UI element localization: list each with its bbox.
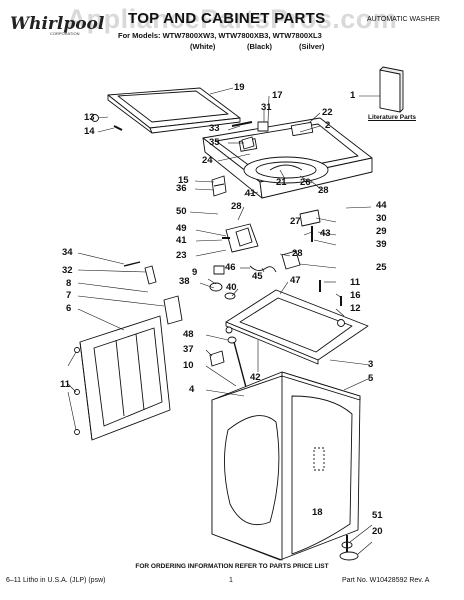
variant-silver: (Silver) [299, 42, 325, 51]
leveling-leg-drawing [339, 551, 359, 561]
callout-46: 46 [225, 262, 236, 273]
latch-assembly-drawing [225, 223, 259, 253]
product-type: AUTOMATIC WASHER [367, 16, 440, 23]
callout-16: 16 [350, 290, 361, 301]
variant-black: (Black) [247, 42, 273, 51]
callout-17: 17 [272, 90, 283, 101]
callout-14: 14 [84, 126, 95, 137]
callout-12: 12 [350, 303, 361, 314]
footer-litho: 6–11 Litho in U.S.A. (JLP) (psw) [6, 577, 106, 584]
callout-3: 3 [368, 359, 374, 370]
cabinet-rear-drawing [79, 315, 171, 441]
callout-11a: 11 [350, 277, 361, 288]
callout-2: 2 [325, 120, 331, 131]
callout-32: 32 [62, 265, 73, 276]
callout-6: 6 [66, 303, 72, 314]
callout-38: 38 [179, 276, 190, 287]
lid-frame-drawing [225, 289, 369, 365]
callout-26: 26 [300, 177, 311, 188]
callout-34: 34 [62, 247, 73, 258]
hinge-bracket-drawing [257, 121, 269, 132]
callout-9: 9 [192, 267, 198, 278]
callout-40: 40 [226, 282, 237, 293]
callout-29: 29 [376, 226, 387, 237]
page-title: TOP AND CABINET PARTS [128, 10, 326, 27]
model-list: For Models: WTW7800XW3, WTW7800XB3, WTW7… [118, 31, 322, 40]
callout-44: 44 [376, 200, 387, 211]
top-panel-drawing [202, 117, 373, 199]
callout-11b: 11 [60, 379, 71, 390]
leader-lines [67, 87, 380, 555]
watermark: AppliancePartsPros.com [66, 4, 398, 34]
callout-4: 4 [189, 384, 195, 395]
callout-18: 18 [312, 507, 323, 518]
callout-42: 42 [250, 372, 261, 383]
callout-50: 50 [176, 206, 187, 217]
callout-10: 10 [183, 360, 194, 371]
callout-35: 35 [209, 137, 220, 148]
callout-5: 5 [368, 373, 374, 384]
ordering-note: FOR ORDERING INFORMATION REFER TO PARTS … [135, 563, 329, 570]
callout-20: 20 [372, 526, 383, 537]
screw-drawing [231, 121, 253, 127]
callout-41a: 41 [176, 235, 187, 246]
callout-33: 33 [209, 123, 220, 134]
cabinet-front-drawing [211, 371, 361, 561]
callout-23: 23 [176, 250, 187, 261]
callout-45: 45 [252, 271, 263, 282]
wire-harness-drawing [249, 265, 277, 273]
callout-37: 37 [183, 344, 194, 355]
switch-drawing [241, 136, 255, 150]
callout-1: 1 [350, 90, 356, 101]
literature-parts-label: Literature Parts [368, 114, 417, 121]
bracket-drawing [144, 265, 157, 285]
callout-15: 15 [178, 175, 189, 186]
callout-43: 43 [320, 228, 331, 239]
callout-51: 51 [372, 510, 383, 521]
clip-drawing [213, 265, 225, 275]
callout-7: 7 [66, 290, 72, 301]
callout-49: 49 [176, 223, 187, 234]
callout-31: 31 [261, 102, 272, 113]
bracket-left-drawing [211, 175, 227, 197]
callout-47: 47 [290, 275, 301, 286]
variant-white: (White) [190, 42, 216, 51]
callout-30: 30 [376, 213, 387, 224]
callout-25: 25 [376, 262, 387, 273]
callout-13: 13 [84, 112, 95, 123]
callout-22: 22 [322, 107, 333, 118]
brand-logo: Whirlpool [10, 14, 105, 34]
hinge-pin-drawing [113, 125, 123, 131]
bracket-right-drawing [299, 209, 321, 227]
callout-27: 27 [290, 216, 301, 227]
callout-8: 8 [66, 278, 72, 289]
callout-19: 19 [234, 82, 245, 93]
footer-part-number: Part No. W10428592 Rev. A [342, 577, 430, 584]
callout-48: 48 [183, 329, 194, 340]
callout-21: 21 [276, 177, 287, 188]
lid-drawing [107, 87, 241, 134]
callout-36: 36 [176, 183, 187, 194]
grommet-drawing [209, 282, 223, 292]
footer-page-number: 1 [229, 577, 233, 584]
callout-24: 24 [202, 155, 213, 166]
callout-39: 39 [376, 239, 387, 250]
callout-28b: 28 [292, 248, 303, 259]
callout-28a: 28 [231, 201, 242, 212]
literature-booklet-icon [379, 66, 404, 113]
callout-28c: 28 [318, 185, 329, 196]
callout-41b: 41 [245, 188, 256, 199]
brand-subtitle: CORPORATION [50, 31, 80, 36]
